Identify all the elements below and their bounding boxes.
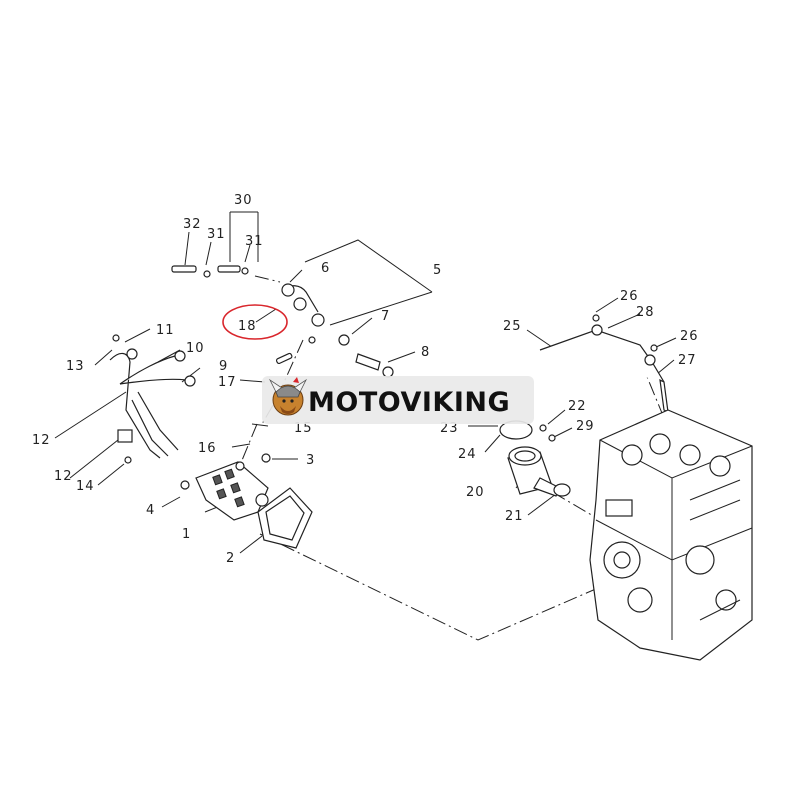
callout-4: 4: [146, 503, 155, 518]
callout-26b: 26: [680, 329, 699, 344]
callout-13: 13: [66, 359, 85, 374]
callout-8: 8: [421, 345, 430, 360]
callout-5: 5: [433, 263, 442, 278]
callout-3: 3: [306, 453, 315, 468]
viking-logo: [268, 377, 308, 416]
callout-1: 1: [182, 527, 191, 542]
watermark-banner: MOTOVIKING: [262, 376, 534, 424]
callout-20: 20: [466, 485, 485, 500]
callout-10: 10: [186, 341, 205, 356]
callout-29: 29: [576, 419, 595, 434]
callout-16: 16: [198, 441, 217, 456]
callout-22: 22: [568, 399, 587, 414]
callout-labels: 1 2 3 4 5 6 7 8 9 10 11 12 12 13 14 15 1…: [32, 193, 699, 566]
pump-gasket: [257, 487, 313, 549]
callout-12a: 12: [32, 433, 51, 448]
callout-30: 30: [234, 193, 253, 208]
callout-11: 11: [156, 323, 175, 338]
callout-12b: 12: [54, 469, 73, 484]
callout-27: 27: [678, 353, 697, 368]
callout-7: 7: [381, 309, 390, 324]
callout-26a: 26: [620, 289, 639, 304]
callout-15: 15: [294, 421, 313, 436]
callout-31a: 31: [207, 227, 226, 242]
callout-14: 14: [76, 479, 95, 494]
callout-24: 24: [458, 447, 477, 462]
callout-28: 28: [636, 305, 655, 320]
callout-6: 6: [321, 261, 330, 276]
callout-21: 21: [505, 509, 524, 524]
return-pipe-assembly: [171, 265, 394, 378]
callout-9: 9: [219, 359, 228, 374]
injection-pump: [195, 461, 269, 521]
callout-2: 2: [226, 551, 235, 566]
callout-32: 32: [183, 217, 202, 232]
watermark-text: MOTOVIKING: [308, 387, 510, 418]
highlight-circle: [222, 304, 288, 340]
callout-31b: 31: [245, 234, 264, 249]
callout-17: 17: [218, 375, 237, 390]
upper-right-pipe: [539, 314, 669, 414]
injection-pipes: [109, 334, 196, 459]
callout-23: 23: [440, 421, 459, 436]
bolts-small: [124, 453, 271, 490]
engine-block: [589, 409, 753, 661]
callout-18: 18: [238, 319, 257, 334]
callout-25: 25: [503, 319, 522, 334]
thermostat-group: [499, 420, 571, 497]
